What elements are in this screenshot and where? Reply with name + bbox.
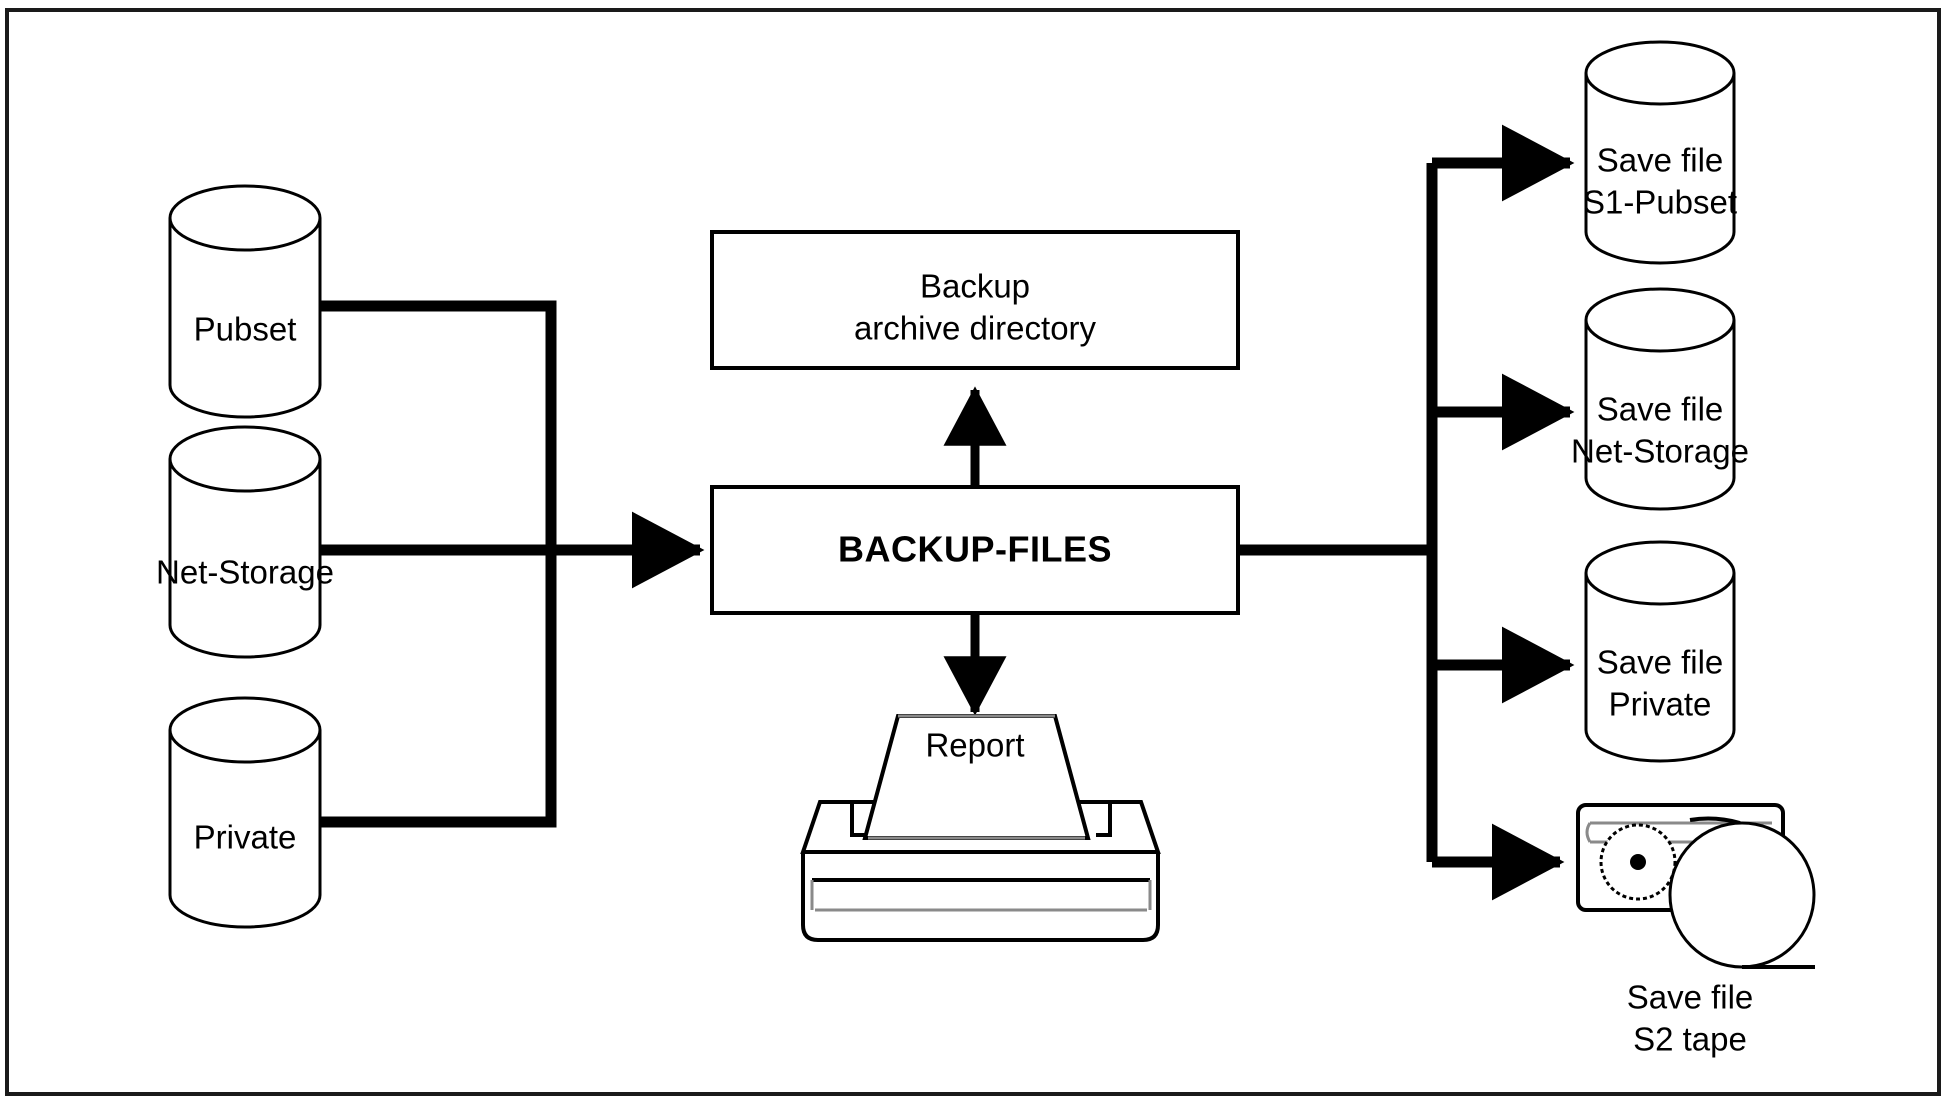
printer-label-report: Report bbox=[925, 727, 1024, 764]
source-collector-bus bbox=[320, 300, 705, 828]
source-cylinder-pubset[interactable]: Pubset bbox=[168, 184, 322, 419]
target-label-private-line2: Private bbox=[1609, 686, 1712, 723]
target-distribution-bus bbox=[1238, 124, 1575, 901]
target-label-s1-pubset-line1: Save file bbox=[1597, 142, 1724, 179]
process-box-label: BACKUP-FILES bbox=[838, 529, 1112, 570]
target-label-s1-pubset-line2: S1-Pubset bbox=[1583, 184, 1737, 221]
target-label-private-line1: Save file bbox=[1597, 644, 1724, 681]
source-label-private: Private bbox=[194, 819, 297, 856]
archive-box-line2: archive directory bbox=[854, 310, 1097, 347]
target-cylinder-save-s1-pubset[interactable]: Save file S1-Pubset bbox=[1583, 40, 1737, 265]
target-cylinder-save-private[interactable]: Save file Private bbox=[1584, 540, 1736, 763]
source-label-net-storage: Net-Storage bbox=[156, 554, 334, 591]
source-label-pubset: Pubset bbox=[194, 311, 297, 348]
target-cylinder-save-net-storage[interactable]: Save file Net-Storage bbox=[1571, 287, 1749, 511]
source-cylinder-net-storage[interactable]: Net-Storage bbox=[156, 425, 334, 659]
target-label-net-storage-line1: Save file bbox=[1597, 391, 1724, 428]
diagram-frame bbox=[5, 8, 1941, 1096]
backup-files-process-box[interactable]: BACKUP-FILES bbox=[710, 485, 1240, 615]
target-label-net-storage-line2: Net-Storage bbox=[1571, 433, 1749, 470]
backup-archive-directory-box[interactable]: Backup archive directory bbox=[710, 230, 1240, 370]
printer-icon[interactable]: Report bbox=[800, 714, 1161, 942]
target-label-s2-tape-line1: Save file bbox=[1627, 979, 1754, 1016]
target-label-s2-tape-line2: S2 tape bbox=[1633, 1021, 1747, 1058]
source-cylinder-private[interactable]: Private bbox=[168, 696, 322, 929]
target-tape-cartridge-icon[interactable]: Save file S2 tape bbox=[1576, 803, 1816, 1058]
archive-box-line1: Backup bbox=[920, 268, 1030, 305]
